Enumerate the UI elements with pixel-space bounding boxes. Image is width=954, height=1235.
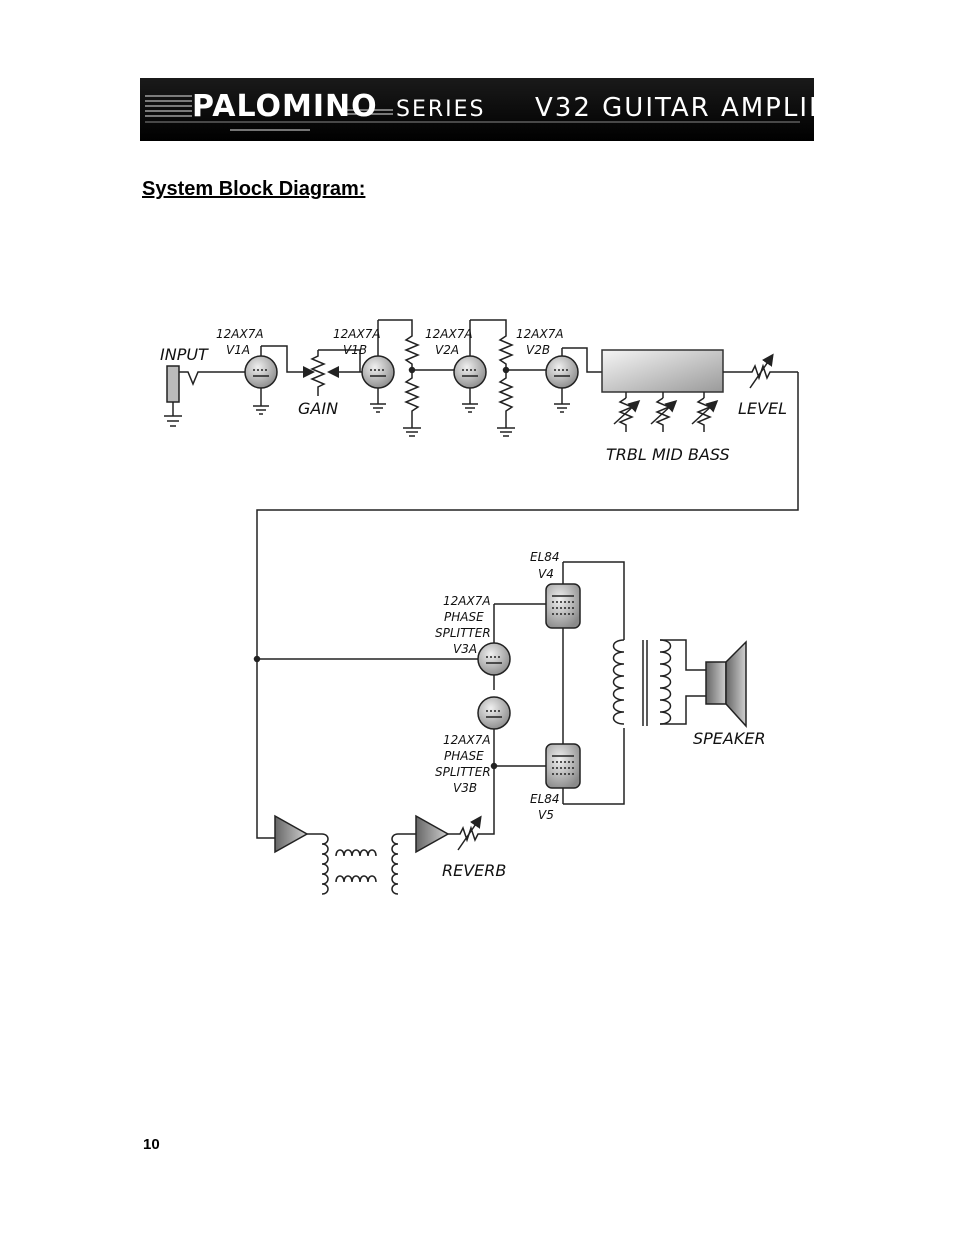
tube-v2b-icon xyxy=(545,347,602,413)
page-number: 10 xyxy=(143,1136,160,1153)
output-transformer-icon xyxy=(612,639,706,726)
tube-v5-el84-icon xyxy=(545,728,625,805)
input-jack-icon xyxy=(164,365,245,427)
label-bass: BASS xyxy=(688,445,730,464)
label-v3a-line4: V3A xyxy=(453,642,477,656)
label-v3b-line4: V3B xyxy=(453,781,477,795)
label-v1b-name: V1B xyxy=(343,343,367,357)
reverb-recovery-amp-icon xyxy=(415,814,456,854)
label-v2a-type: 12AX7A xyxy=(425,327,473,341)
label-gain: GAIN xyxy=(298,399,338,418)
label-v1a-name: V1A xyxy=(226,343,250,357)
reverb-tank-transformer-icon xyxy=(321,833,416,895)
label-v3b-line3: SPLITTER xyxy=(435,765,491,779)
label-v3a-line2: PHASE xyxy=(444,610,484,624)
bass-pot-icon xyxy=(691,392,719,432)
label-v2b-type: 12AX7A xyxy=(516,327,564,341)
resistor-divider-1-icon xyxy=(403,330,456,437)
label-speaker: SPEAKER xyxy=(693,729,766,748)
label-v5-type: EL84 xyxy=(530,792,560,806)
header-banner: PALOMINO SERIES V32 GUITAR AMPLIFIER xyxy=(140,78,814,141)
reverb-driver-amp-icon xyxy=(274,814,322,854)
product-title: V32 GUITAR AMPLIFIER xyxy=(535,93,814,123)
label-v2b-name: V2B xyxy=(526,343,550,357)
label-level: LEVEL xyxy=(738,399,787,418)
diagram-labels: INPUT 12AX7A V1A 12AX7A V1B 12AX7A V2A 1… xyxy=(160,327,787,880)
tube-v1a-icon xyxy=(244,345,305,415)
label-v3b-line1: 12AX7A xyxy=(443,733,491,747)
label-trbl: TRBL xyxy=(606,445,647,464)
label-input: INPUT xyxy=(160,345,209,364)
gain-potentiometer-icon xyxy=(303,349,361,396)
label-v3a-line3: SPLITTER xyxy=(435,626,491,640)
label-mid: MID xyxy=(652,445,683,464)
label-v2a-name: V2A xyxy=(435,343,459,357)
signal-return-wire xyxy=(256,372,799,839)
label-v5-name: V5 xyxy=(538,808,554,822)
tube-v1b-icon xyxy=(345,319,413,413)
label-reverb: REVERB xyxy=(442,861,506,880)
label-v1b-type: 12AX7A xyxy=(333,327,381,341)
reverb-pot-icon xyxy=(456,812,495,851)
treble-pot-icon xyxy=(613,392,641,432)
resistor-divider-2-icon xyxy=(497,330,546,437)
section-title: System Block Diagram: xyxy=(142,178,366,200)
label-v3b-line2: PHASE xyxy=(444,749,484,763)
label-v1a-type: 12AX7A xyxy=(216,327,264,341)
series-label: SERIES xyxy=(396,97,486,122)
label-v4-name: V4 xyxy=(538,567,554,581)
tone-stack-block xyxy=(601,349,748,393)
speaker-icon xyxy=(705,640,747,728)
level-pot-icon xyxy=(748,353,798,389)
tube-v3a-icon xyxy=(477,603,546,690)
tube-v3b-icon xyxy=(477,696,546,812)
label-v4-type: EL84 xyxy=(530,550,560,564)
mid-pot-icon xyxy=(650,392,678,432)
label-v3a-line1: 12AX7A xyxy=(443,594,491,608)
tube-v4-el84-icon xyxy=(545,561,625,744)
brand-name: PALOMINO xyxy=(192,89,378,124)
tube-v2a-icon xyxy=(453,319,507,413)
